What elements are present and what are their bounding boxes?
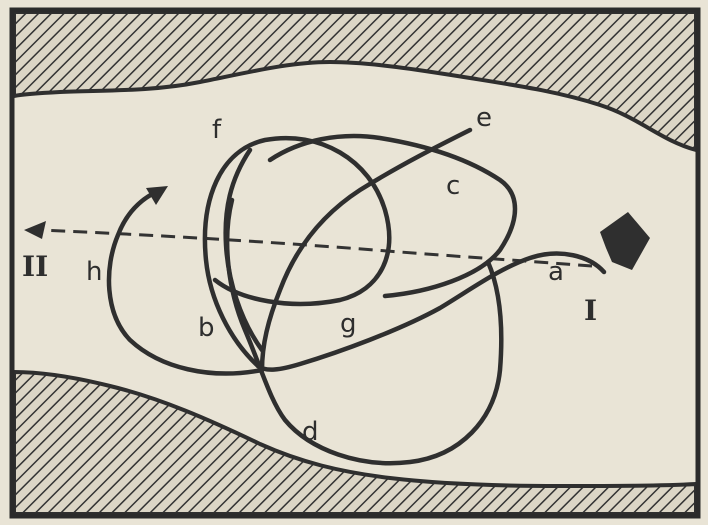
label-c: c (446, 171, 460, 201)
label-b: b (198, 313, 215, 343)
track-loop-f (202, 135, 392, 369)
direct-route-arrowhead (24, 221, 46, 239)
label-h: h (86, 257, 102, 287)
track-loop-d (224, 197, 504, 466)
frame (9, 7, 701, 519)
label-end: II (22, 250, 48, 283)
track-segment-a (255, 251, 607, 372)
label-start: I (584, 294, 597, 327)
track-curve-g (223, 147, 265, 353)
direct-route-dashed (39, 228, 593, 268)
track-segment-h (106, 189, 265, 376)
label-e: e (476, 103, 492, 133)
boat-icon (600, 212, 650, 270)
track-loop-e (267, 133, 518, 299)
track-arrowhead (146, 186, 168, 205)
label-a: a (548, 257, 564, 287)
bottom-bank (12, 369, 698, 516)
label-d: d (302, 417, 319, 447)
label-g: g (340, 309, 357, 339)
top-bank (12, 10, 698, 153)
track-diagonal-c (259, 127, 473, 373)
label-f: f (212, 115, 222, 145)
